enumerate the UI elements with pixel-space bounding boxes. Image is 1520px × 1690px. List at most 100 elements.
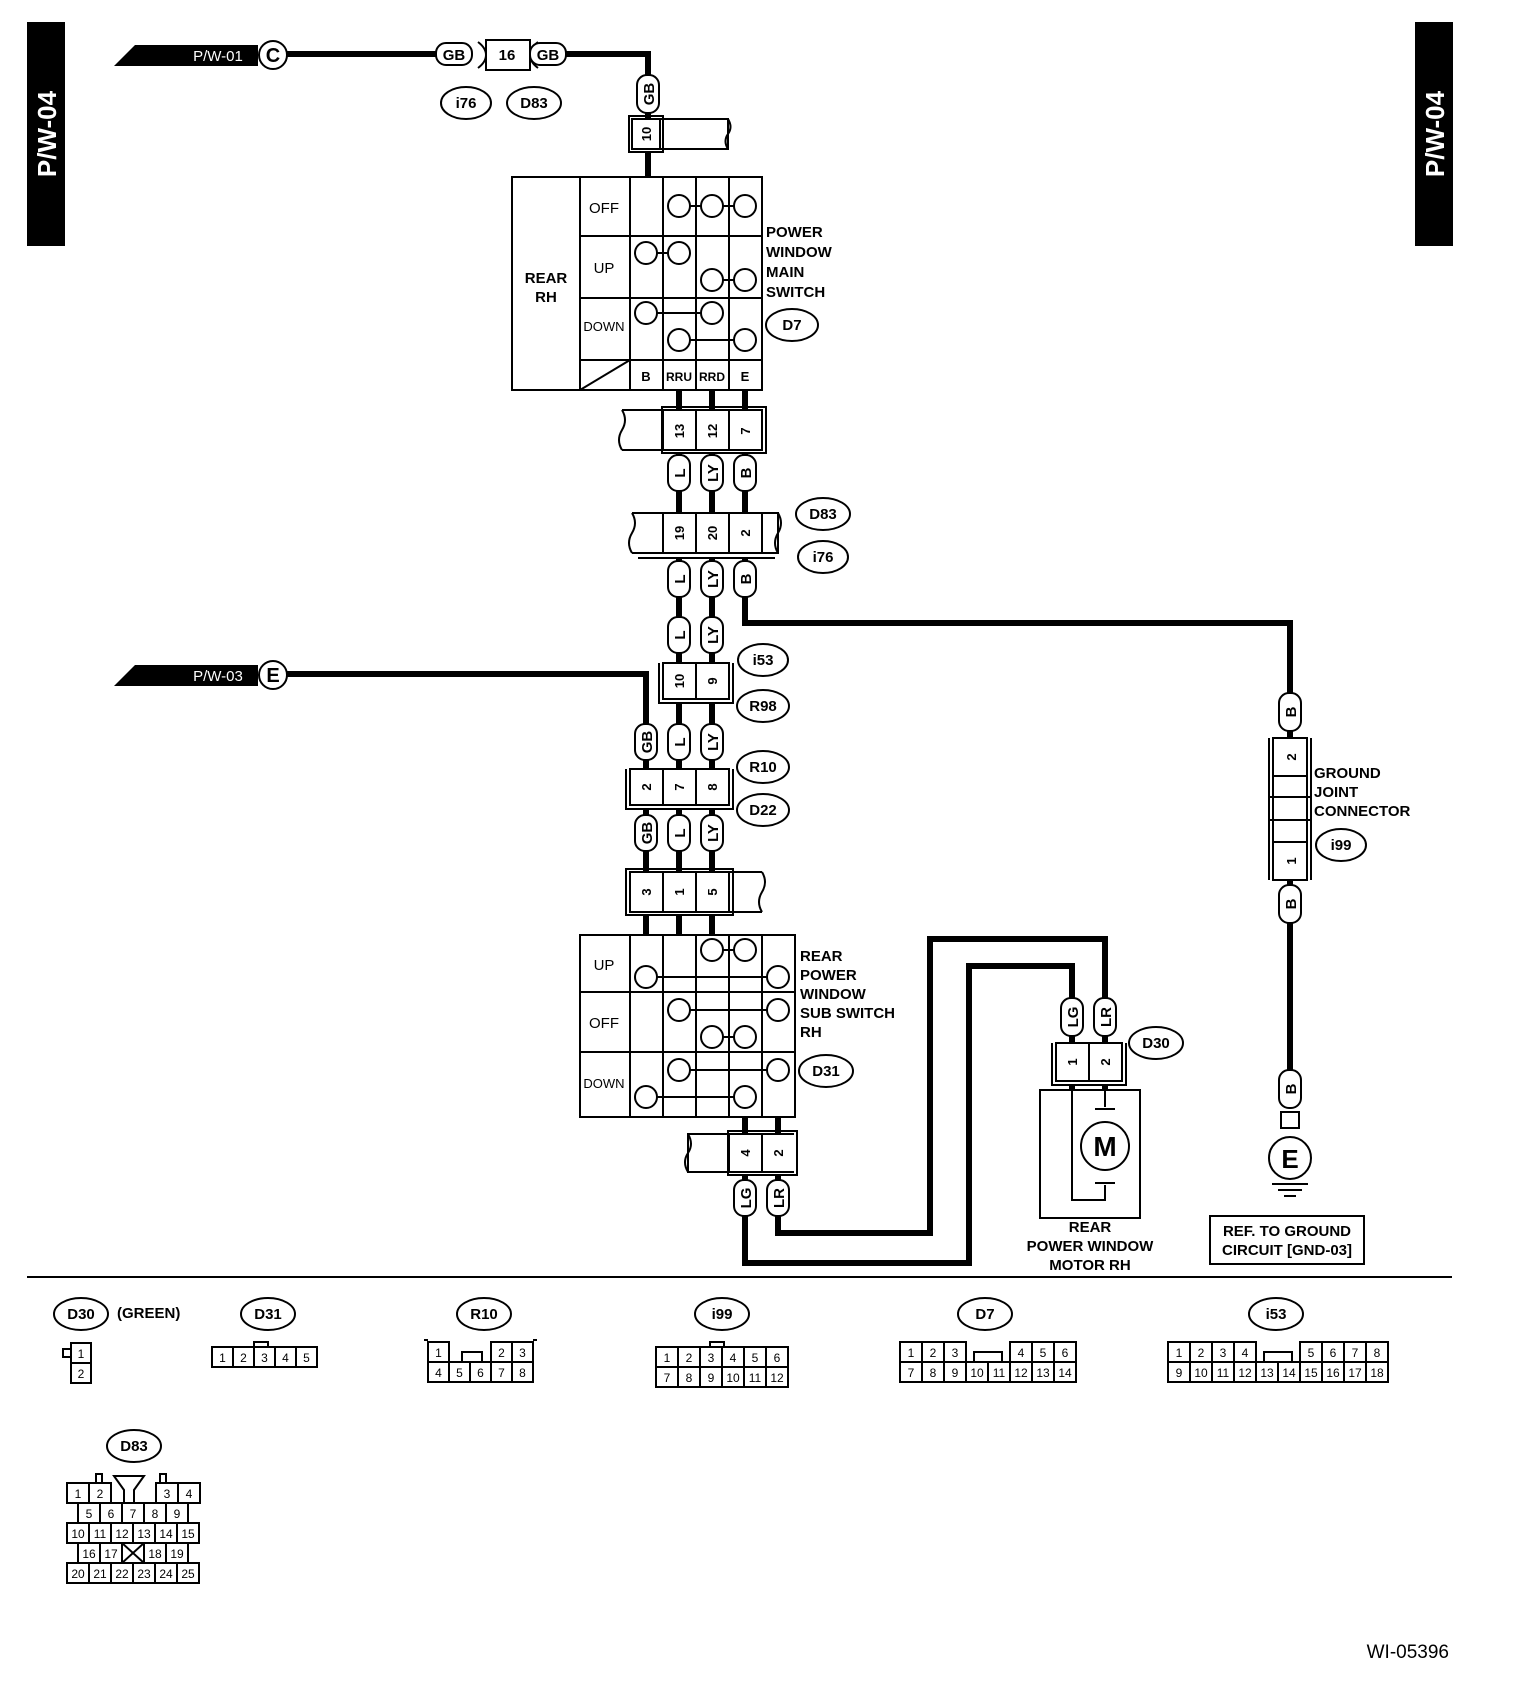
legend-d7-pin: 13 [1036, 1366, 1050, 1380]
right-page-tag-text: P/W-04 [1420, 90, 1450, 177]
sub-switch-title-1: REAR [800, 948, 843, 965]
wire-labels-row2: L LY B [667, 560, 757, 598]
code-d83-mid [795, 497, 851, 531]
legend-d83: D83 [106, 1429, 162, 1463]
pin-9: 9 [705, 677, 720, 684]
legend-d83-pin: 7 [130, 1507, 137, 1521]
main-switch-row-up: UP [594, 260, 615, 277]
pin-2: 2 [738, 529, 753, 536]
legend-i53-pin: 14 [1282, 1366, 1296, 1380]
pin-7-b: 7 [672, 783, 687, 790]
legend-d83-pin: 24 [159, 1567, 173, 1581]
sub-switch-title-3: WINDOW [800, 986, 867, 1003]
legend-d83-pin: 6 [108, 1507, 115, 1521]
legend-i99-pin: 5 [752, 1351, 759, 1365]
wire-gb-top [287, 51, 651, 75]
code-i53 [737, 643, 789, 677]
wire-label-l-3: L [672, 630, 689, 639]
legend-i53-pin: 12 [1238, 1366, 1252, 1380]
legend-d83-pin: 5 [86, 1507, 93, 1521]
wire-label-gb-right: GB [537, 47, 560, 64]
rear-power-window-sub-switch: UP OFF DOWN [579, 934, 796, 1118]
main-switch-terminal-rrd: RRD [699, 370, 725, 384]
ground-circle [1268, 1136, 1312, 1180]
main-switch-title-4: SWITCH [766, 284, 825, 301]
legend-d7-pin: 11 [993, 1366, 1006, 1380]
code-d30-text: D30 [1142, 1035, 1170, 1052]
connector-pin10: 10 [628, 115, 732, 153]
legend-i53-pin: 16 [1326, 1366, 1340, 1380]
ground-ref-line-2: CIRCUIT [GND-03] [1222, 1242, 1352, 1259]
legend-d83-pin: 22 [115, 1567, 129, 1581]
legend-d83-pin: 12 [115, 1527, 129, 1541]
pw03-ref-label: P/W-03 [193, 668, 243, 685]
code-i53-text: i53 [753, 652, 774, 669]
main-switch-side-label-1: REAR [525, 270, 568, 287]
legend-i99-pin: 8 [686, 1371, 693, 1385]
connector-4-2: 4 2 [684, 1130, 798, 1176]
wire-label-lr-motor: LR [1098, 1007, 1115, 1027]
pin-10-b: 10 [672, 674, 687, 688]
legend-d83-pin: 23 [137, 1567, 151, 1581]
pin-10: 10 [639, 127, 654, 141]
legend-i99-pin: 11 [749, 1371, 762, 1385]
legend-d7-pin: 6 [1062, 1346, 1069, 1360]
pw01-ref-label: P/W-01 [193, 48, 243, 65]
main-switch-side-label-2: RH [535, 289, 557, 306]
pw01-ref-arrow [114, 45, 258, 66]
wire-label-ly-5: LY [705, 824, 722, 842]
legend-d7-cell [1053, 1361, 1077, 1383]
pin-12: 12 [705, 424, 720, 438]
connector-d30: 1 2 [1051, 1042, 1127, 1086]
code-d83-top-text: D83 [520, 95, 548, 112]
legend-d7-pin: 9 [952, 1366, 959, 1380]
wire-label-ly-2: LY [705, 570, 722, 588]
legend-r10-pin: 6 [477, 1366, 484, 1380]
pin-2-c: 2 [771, 1149, 786, 1156]
pw03-ref-arrow [114, 665, 258, 686]
code-d22 [736, 793, 790, 827]
wire-label-b-2: B [738, 573, 755, 584]
legend-d31-pin: 4 [282, 1351, 289, 1365]
power-window-motor [1039, 1089, 1141, 1219]
code-i76-top-text: i76 [456, 95, 477, 112]
legend-i53-pin: 11 [1217, 1366, 1230, 1380]
legend-d83-pin: 14 [159, 1527, 173, 1541]
legend-d30-pin2: 2 [78, 1367, 85, 1381]
legend-i53-pin: 17 [1348, 1366, 1362, 1380]
legend-i99-pin: 6 [774, 1351, 781, 1365]
legend-i53-pin: 6 [1330, 1346, 1337, 1360]
code-i76-top [440, 86, 492, 120]
legend-i53-pin: 4 [1242, 1346, 1249, 1360]
wire-label-b-ground-bottom: B [1283, 898, 1300, 909]
pin-13: 13 [672, 424, 687, 438]
legend-d30-pin1: 1 [78, 1347, 85, 1361]
connector-13-12-7: 13 12 7 [618, 406, 767, 454]
wire-label-gb-5: GB [639, 822, 656, 845]
wire-label-b-1: B [738, 467, 755, 478]
legend-r10-cell [511, 1361, 534, 1383]
legend-i53-pin: 7 [1352, 1346, 1359, 1360]
legend-d83-cell [176, 1562, 200, 1584]
wire-label-l-4: L [672, 737, 689, 746]
connector-19-20-2: 19 20 2 [628, 512, 782, 559]
sub-switch-title-2: POWER [800, 967, 857, 984]
legend-d7-badge [957, 1297, 1013, 1331]
legend-i99-pin: 12 [770, 1371, 784, 1385]
left-page-tag-text: P/W-04 [32, 90, 62, 177]
main-switch-terminal-rru: RRU [666, 370, 692, 384]
legend-d7-pin: 14 [1058, 1366, 1072, 1380]
sub-switch-title-5: RH [800, 1024, 822, 1041]
figure-id: WI-05396 [1367, 1642, 1449, 1663]
legend-i99-code: i99 [712, 1306, 733, 1323]
connector-2-7-8: 2 7 8 [625, 768, 734, 810]
code-d22-text: D22 [749, 802, 777, 819]
legend-d7-pin: 7 [908, 1366, 915, 1380]
wire-labels-row3: L LY [667, 616, 724, 654]
pin-1: 1 [672, 888, 687, 895]
code-d83-mid-text: D83 [809, 506, 837, 523]
main-switch-terminal-e: E [741, 369, 750, 384]
